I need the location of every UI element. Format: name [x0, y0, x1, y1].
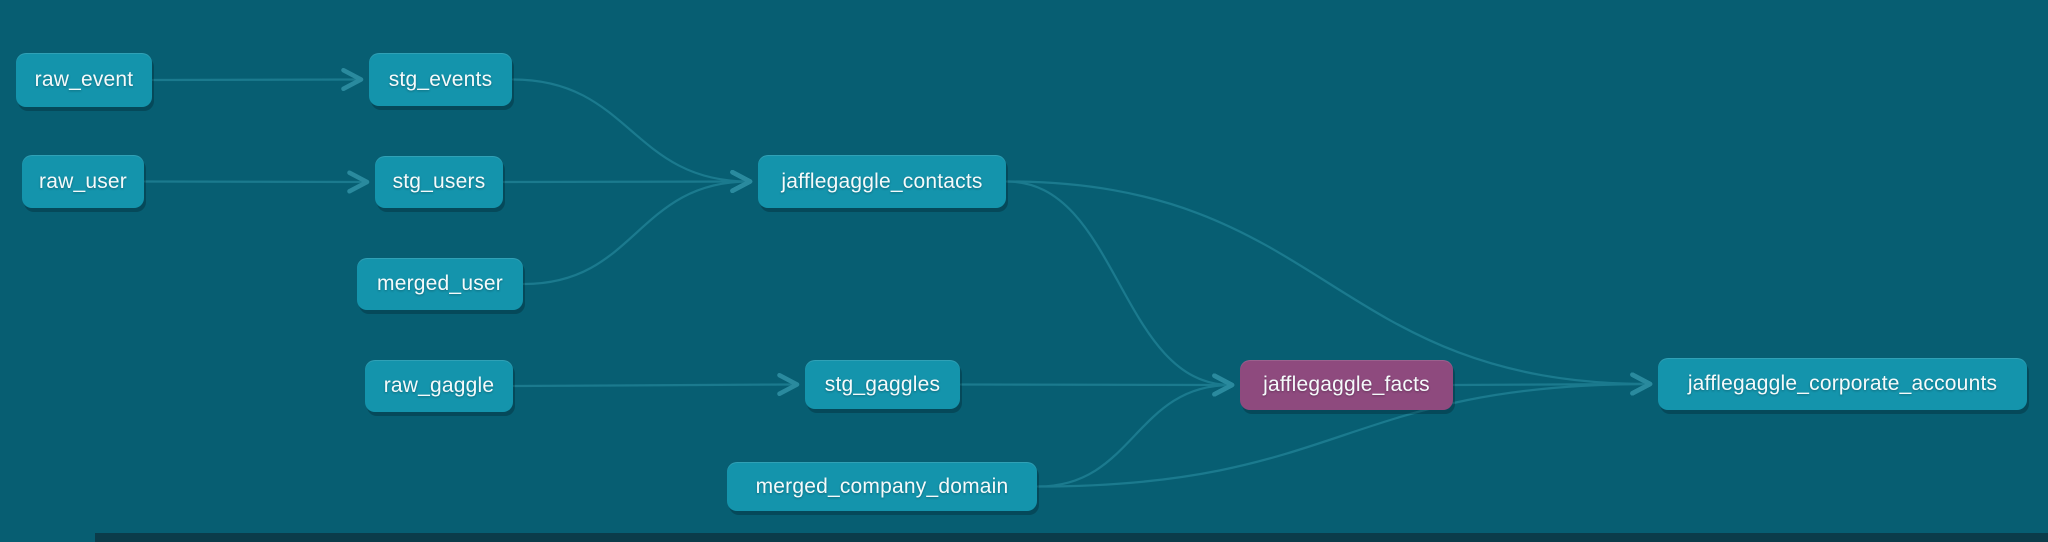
- edge-raw_gaggle-to-stg_gaggles: [512, 372, 800, 397]
- node-label: jafflegaggle_facts: [1263, 373, 1430, 396]
- node-label: raw_gaggle: [383, 374, 495, 397]
- edge-stg_users-to-jafflegaggle_contacts: [502, 169, 753, 194]
- node-merged_user[interactable]: merged_user: [357, 258, 523, 310]
- edge-raw_event-to-stg_events: [151, 67, 364, 92]
- node-raw_event[interactable]: raw_event: [16, 53, 152, 107]
- node-jafflegaggle_facts[interactable]: jafflegaggle_facts: [1240, 360, 1453, 410]
- node-label: raw_event: [34, 68, 134, 91]
- edge-merged_company_domain-to-jafflegaggle_facts: [1036, 373, 1235, 488]
- edge-raw_user-to-stg_users: [143, 170, 370, 194]
- node-label: stg_users: [392, 170, 486, 193]
- edge-jafflegaggle_contacts-to-jafflegaggle_corporate_accounts: [1005, 180, 1653, 396]
- edge-stg_events-to-jafflegaggle_contacts: [511, 78, 753, 194]
- node-stg_gaggles[interactable]: stg_gaggles: [805, 360, 960, 409]
- edge-jafflegaggle_contacts-to-jafflegaggle_facts: [1005, 180, 1235, 397]
- node-stg_events[interactable]: stg_events: [369, 53, 512, 106]
- edge-merged_user-to-jafflegaggle_contacts: [522, 169, 753, 286]
- node-label: merged_company_domain: [755, 474, 1009, 498]
- node-label: jafflegaggle_contacts: [781, 169, 983, 193]
- bottom-panel-edge: [95, 533, 2048, 542]
- node-raw_gaggle[interactable]: raw_gaggle: [365, 360, 513, 412]
- node-jafflegaggle_corporate_accounts[interactable]: jafflegaggle_corporate_accounts: [1658, 358, 2027, 410]
- node-stg_users[interactable]: stg_users: [375, 156, 503, 208]
- edge-stg_gaggles-to-jafflegaggle_facts: [959, 373, 1235, 397]
- node-merged_company_domain[interactable]: merged_company_domain: [727, 462, 1037, 511]
- node-label: stg_events: [388, 67, 493, 91]
- node-label: raw_user: [39, 169, 127, 193]
- node-label: stg_gaggles: [824, 372, 941, 396]
- edge-jafflegaggle_facts-to-jafflegaggle_corporate_accounts: [1452, 372, 1653, 396]
- node-label: merged_user: [377, 272, 503, 295]
- node-raw_user[interactable]: raw_user: [22, 155, 144, 208]
- node-label: jafflegaggle_corporate_accounts: [1687, 372, 1998, 395]
- node-jafflegaggle_contacts[interactable]: jafflegaggle_contacts: [758, 155, 1006, 208]
